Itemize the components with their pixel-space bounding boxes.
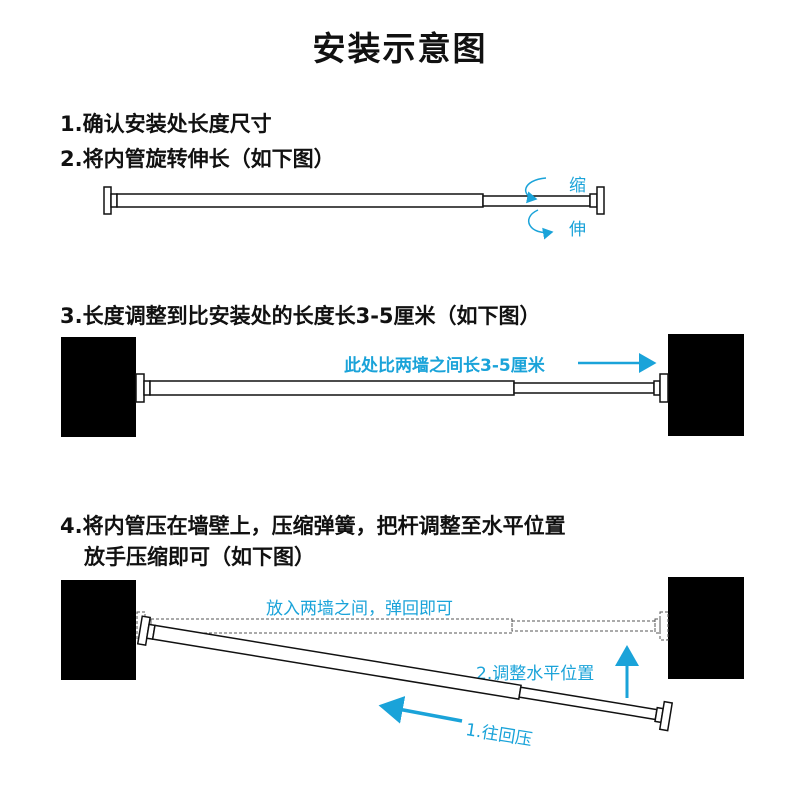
- extend-label: 伸: [569, 220, 586, 240]
- left-wall: [61, 337, 136, 437]
- outer-tube: [149, 380, 515, 396]
- left-end-cap: [135, 373, 151, 403]
- step-4-continued-text: 放手压缩即可（如下图）: [84, 545, 315, 569]
- right-end-cap: [658, 700, 674, 732]
- adjust-level-note: 2.调整水平位置: [476, 664, 595, 684]
- tilted-rod: [136, 615, 674, 732]
- outer-tube: [116, 193, 484, 208]
- step-2-text: 2.将内管旋转伸长（如下图）: [60, 147, 335, 171]
- shrink-label: 缩: [569, 176, 586, 196]
- right-wall: [668, 334, 744, 436]
- left-end-cap: [103, 186, 118, 215]
- inner-tube: [482, 195, 591, 207]
- rod-extension-diagram: [103, 177, 605, 240]
- outer-tube: [151, 624, 522, 700]
- inner-tube: [518, 686, 658, 721]
- longer-than-gap-note: 此处比两墙之间长3-5厘米: [344, 356, 545, 376]
- rotate-arrow-bottom-icon: [527, 209, 554, 240]
- right-end-cap: [589, 186, 605, 215]
- page-title: 安装示意图: [312, 29, 488, 68]
- step-1-text: 1.确认安装处长度尺寸: [60, 112, 272, 136]
- right-end-cap: [653, 373, 669, 403]
- step-4-text: 4.将内管压在墙壁上，压缩弹簧，把杆调整至水平位置: [60, 514, 566, 538]
- press-back-arrow-icon: [378, 696, 463, 724]
- inner-tube: [513, 382, 655, 394]
- rotate-arrow-top-icon: [525, 177, 547, 204]
- right-wall: [668, 577, 744, 679]
- length-comparison-diagram: [61, 334, 744, 437]
- release-between-walls-note: 放入两墙之间，弹回即可: [266, 599, 453, 619]
- step-3-text: 3.长度调整到比安装处的长度长3-5厘米（如下图）: [60, 304, 541, 328]
- installation-diagram: [61, 577, 744, 732]
- left-wall: [61, 580, 136, 680]
